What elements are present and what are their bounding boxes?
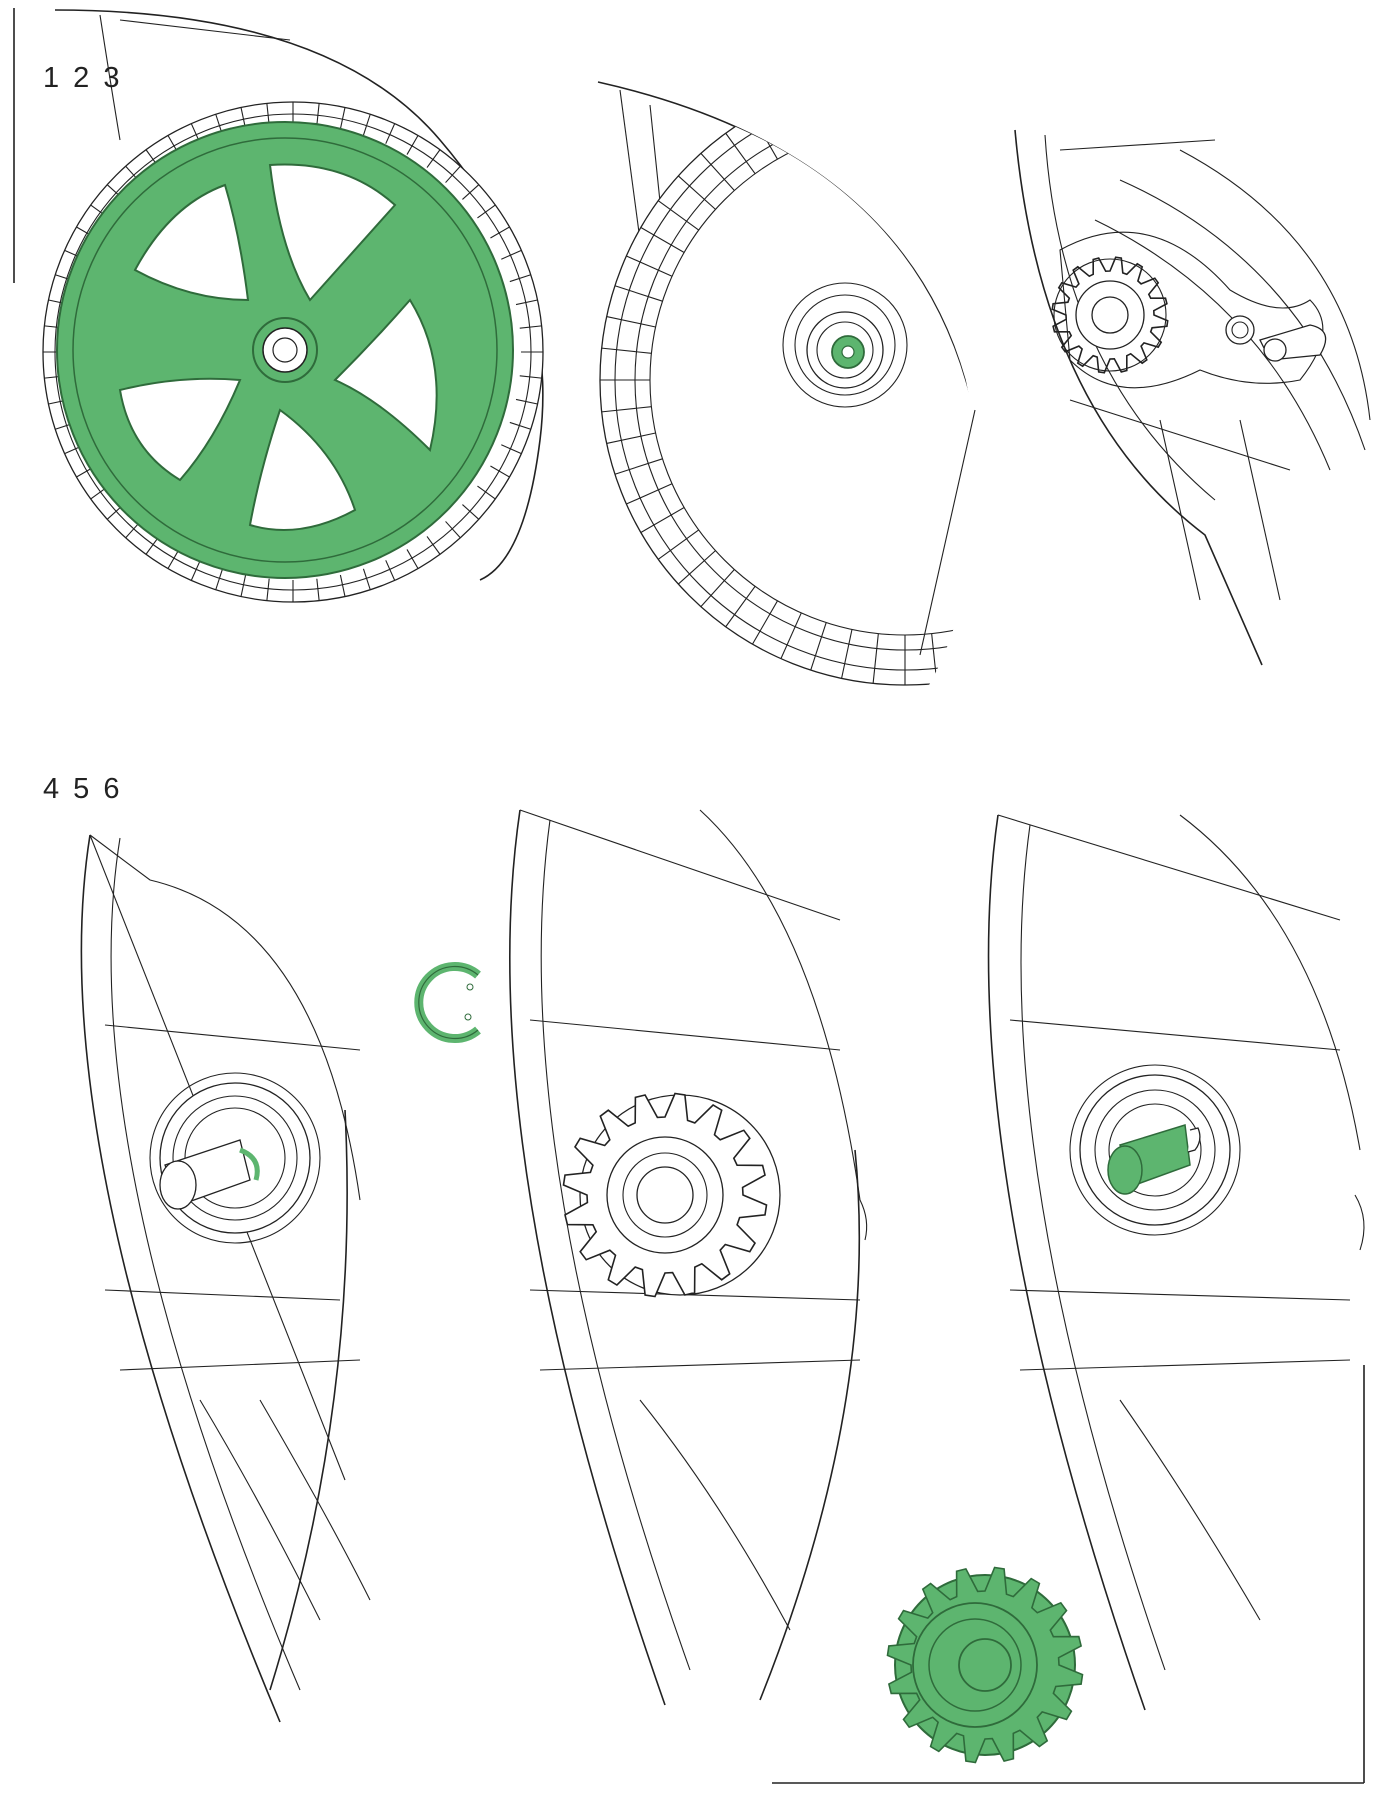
pinion-hub (1091, 296, 1129, 334)
step-numbers-row-2: 4 5 6 (43, 773, 123, 805)
circlip-installed (239, 1147, 260, 1181)
panel-4 (80, 834, 371, 1723)
circlip (414, 962, 481, 1043)
panel-1 (42, 9, 544, 603)
panel-2 (597, 81, 977, 686)
spur-gear-loose (886, 1566, 1084, 1764)
wheel-spoke-windows (118, 163, 438, 531)
step-numbers-row-1: 1 2 3 (43, 62, 123, 94)
panel-3 (1014, 129, 1371, 666)
panel-6 (886, 814, 1365, 1764)
panel-5 (414, 809, 868, 1706)
pinion-gear (1053, 258, 1167, 372)
spur-gear-hub (636, 1166, 694, 1224)
drive-shaft (159, 1160, 197, 1210)
